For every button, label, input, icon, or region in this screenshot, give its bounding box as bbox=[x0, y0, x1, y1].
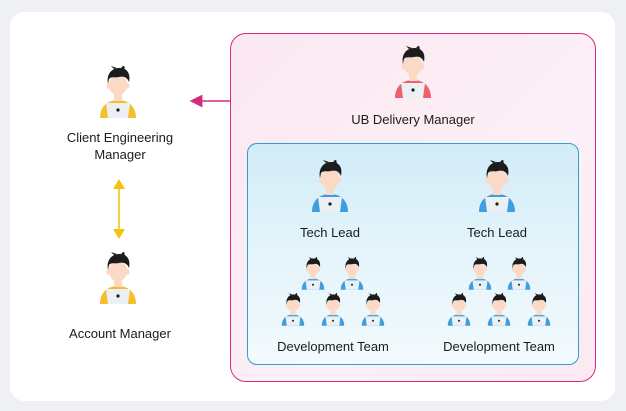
account-manager-icon bbox=[100, 252, 136, 304]
development-team-2-label: Development Team bbox=[443, 339, 555, 354]
development-group bbox=[247, 143, 579, 365]
dev-team-1-member-icon bbox=[361, 293, 385, 326]
tech-lead-1-icon bbox=[312, 160, 348, 212]
dev-team-1-member-icon bbox=[301, 257, 325, 290]
yellow-double-arrow bbox=[113, 179, 125, 239]
tech-lead-2-icon bbox=[479, 160, 515, 212]
account-manager-label: Account Manager bbox=[69, 326, 171, 341]
tech-lead-1-label: Tech Lead bbox=[300, 225, 360, 240]
dev-team-2-member-icon bbox=[527, 293, 551, 326]
dev-team-1-member-icon bbox=[340, 257, 364, 290]
dev-team-2-member-icon bbox=[487, 293, 511, 326]
development-team-1-label: Development Team bbox=[277, 339, 389, 354]
client-engineering-manager-icon bbox=[100, 66, 136, 118]
dev-team-2-member-icon bbox=[507, 257, 531, 290]
dev-team-1-member-icon bbox=[321, 293, 345, 326]
dev-team-1-member-icon bbox=[281, 293, 305, 326]
tech-lead-2-label: Tech Lead bbox=[467, 225, 527, 240]
dev-team-2-member-icon bbox=[468, 257, 492, 290]
client-engineering-manager-label: Client Engineering Manager bbox=[66, 130, 174, 162]
ub-delivery-manager-label: UB Delivery Manager bbox=[351, 112, 475, 127]
ub-delivery-manager-icon bbox=[395, 46, 431, 98]
dev-team-2-member-icon bbox=[447, 293, 471, 326]
